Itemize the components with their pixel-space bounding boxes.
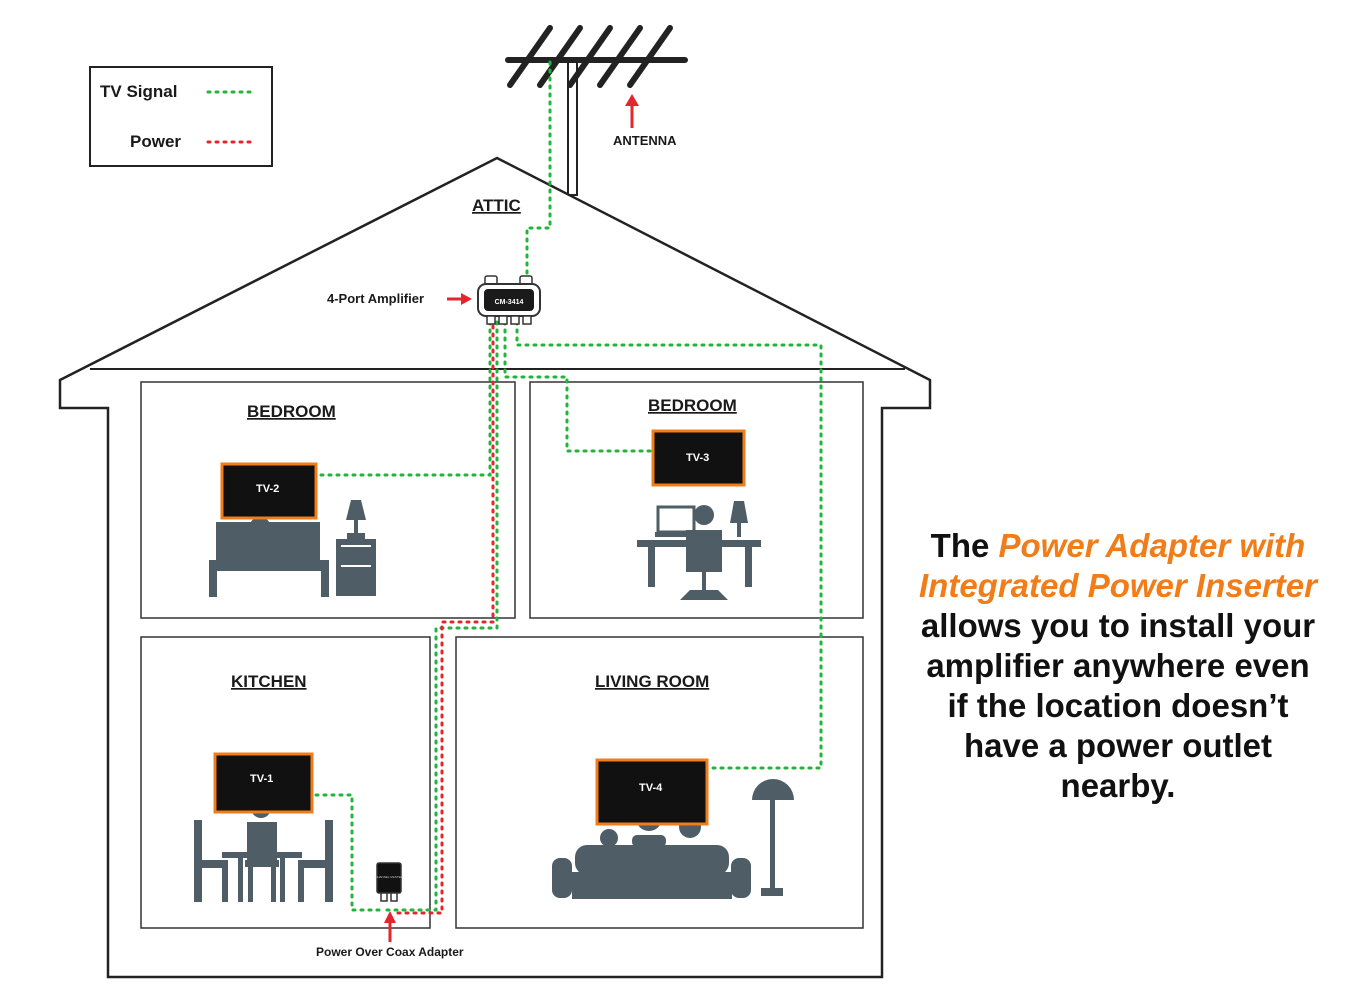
kitchen-furniture — [194, 798, 333, 902]
tv-2-label: TV-2 — [256, 483, 279, 495]
antenna-icon — [505, 25, 688, 196]
tv-3 — [651, 429, 746, 487]
caption-post: allows you to install your amplifier any… — [920, 607, 1316, 804]
tv1-feed-cable — [384, 320, 499, 912]
antenna-arrow-icon — [625, 94, 639, 128]
tv4-signal-cable — [515, 320, 823, 770]
legend: TV Signal Power — [89, 66, 273, 167]
amplifier-arrow-icon — [447, 293, 472, 305]
tv-1 — [213, 752, 314, 814]
caption-pre: The — [930, 527, 999, 564]
bedroom-1-furniture — [209, 500, 376, 597]
tv-1-label: TV-1 — [250, 773, 273, 785]
amplifier-icon — [477, 275, 541, 325]
tv1-signal-cable — [314, 793, 385, 912]
adapter-arrow-icon — [384, 911, 396, 942]
tv2-signal-cable — [316, 320, 492, 477]
caption: The Power Adapter with Integrated Power … — [918, 526, 1318, 806]
legend-tv-signal-label: TV Signal — [100, 82, 177, 101]
caption-highlight: Power Adapter with Integrated Power Inse… — [919, 527, 1317, 604]
room-title-bedroom-2: BEDROOM — [648, 396, 737, 415]
tv-4-label: TV-4 — [639, 782, 663, 794]
antenna-label: ANTENNA — [613, 133, 677, 148]
room-bedroom-2 — [529, 381, 864, 619]
attic-label: ATTIC — [472, 196, 521, 215]
tv-3-label: TV-3 — [686, 452, 709, 464]
room-title-kitchen: KITCHEN — [231, 672, 307, 691]
antenna-signal-cable — [525, 60, 552, 285]
room-title-living-room: LIVING ROOM — [595, 672, 709, 691]
power-adapter-icon — [376, 862, 402, 902]
adapter-device-text: CHANNEL MASTER — [375, 875, 403, 879]
power-cables — [392, 320, 495, 915]
power-over-coax-cable — [392, 320, 495, 915]
room-title-bedroom-1: BEDROOM — [247, 402, 336, 421]
amplifier-model-label: CM-3414 — [495, 299, 524, 306]
tv-4 — [595, 758, 709, 826]
tv-signal-cables — [314, 60, 823, 912]
legend-power-label: Power — [130, 132, 181, 151]
tv-2 — [220, 462, 318, 520]
tv3-signal-cable — [503, 320, 654, 453]
adapter-label: Power Over Coax Adapter — [316, 945, 464, 959]
amplifier-label: 4-Port Amplifier — [327, 291, 424, 306]
living-room-furniture — [552, 779, 794, 899]
bedroom-2-furniture — [637, 501, 761, 600]
